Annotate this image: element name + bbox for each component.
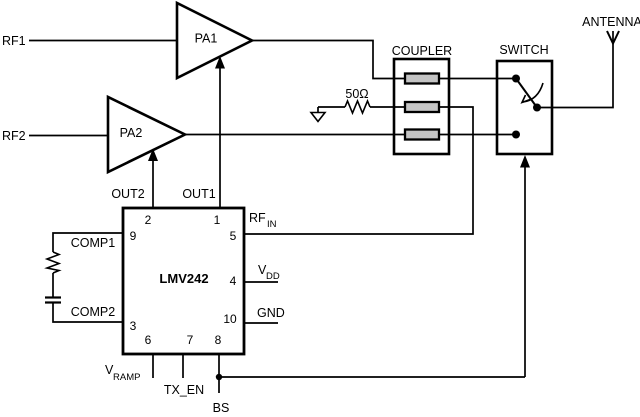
r50-resistor-icon (344, 98, 371, 116)
antenna-label: ANTENNA (582, 15, 640, 29)
rf1-label: RF1 (2, 34, 26, 48)
out2-arrowhead-icon (148, 148, 158, 161)
switch-label: SWITCH (499, 43, 548, 57)
txen-label: TX_EN (164, 383, 204, 397)
switch-toggle-arrowhead-icon (520, 94, 531, 104)
chip-name-label: LMV242 (159, 271, 208, 286)
bs-label: BS (213, 401, 230, 415)
chip-body (121, 206, 246, 356)
comp2-wire (52, 302, 123, 323)
switch-to-antenna-wire (537, 31, 614, 109)
comp-resistor-icon (44, 251, 62, 274)
pa2-amplifier-triangle (106, 94, 188, 175)
vdd-label-sub: DD (266, 271, 280, 282)
ground-icon (309, 111, 327, 123)
switch-throw2-dot (512, 130, 520, 139)
pin10-number: 10 (223, 312, 237, 326)
pin5-number: 5 (230, 229, 237, 243)
switch-control-arrowhead-icon (520, 155, 530, 168)
coupler-label: COUPLER (392, 44, 452, 58)
coupler-element-2 (403, 100, 441, 114)
pin3-number: 3 (130, 319, 137, 333)
gnd-label: GND (257, 306, 285, 320)
pin7-number: 7 (187, 333, 194, 347)
pa1-output-wire (252, 39, 405, 80)
rf2-label: RF2 (2, 129, 26, 143)
out1-label: OUT1 (182, 187, 215, 201)
r50-label: 50Ω (345, 87, 368, 101)
pin1-number: 1 (214, 213, 221, 227)
vramp-label-sub: RAMP (113, 372, 140, 383)
rfin-label-sub: IN (267, 219, 277, 230)
out2-label: OUT2 (111, 187, 144, 201)
pin2-number: 2 (145, 213, 152, 227)
pin8-number: 8 (215, 333, 222, 347)
vramp-label: V (105, 363, 114, 377)
comp1-label: COMP1 (71, 236, 116, 250)
pa1-amplifier-triangle (175, 0, 255, 81)
pa1-label: PA1 (195, 32, 218, 46)
rfin-label: RF (249, 211, 266, 225)
pin9-number: 9 (130, 229, 137, 243)
antenna-icon (606, 30, 620, 46)
comp1-wire (52, 232, 123, 252)
switch-arm (515, 77, 538, 109)
out1-arrowhead-icon (215, 56, 225, 69)
coupler2-to-rfin-wire (244, 106, 474, 235)
vdd-label: V (258, 263, 267, 277)
pa2-label: PA2 (120, 126, 143, 140)
pin6-number: 6 (145, 333, 152, 347)
comp2-label: COMP2 (71, 305, 116, 319)
coupler-element-3 (403, 128, 441, 141)
coupler-element-1 (403, 72, 441, 85)
pin4-number: 4 (230, 274, 237, 288)
